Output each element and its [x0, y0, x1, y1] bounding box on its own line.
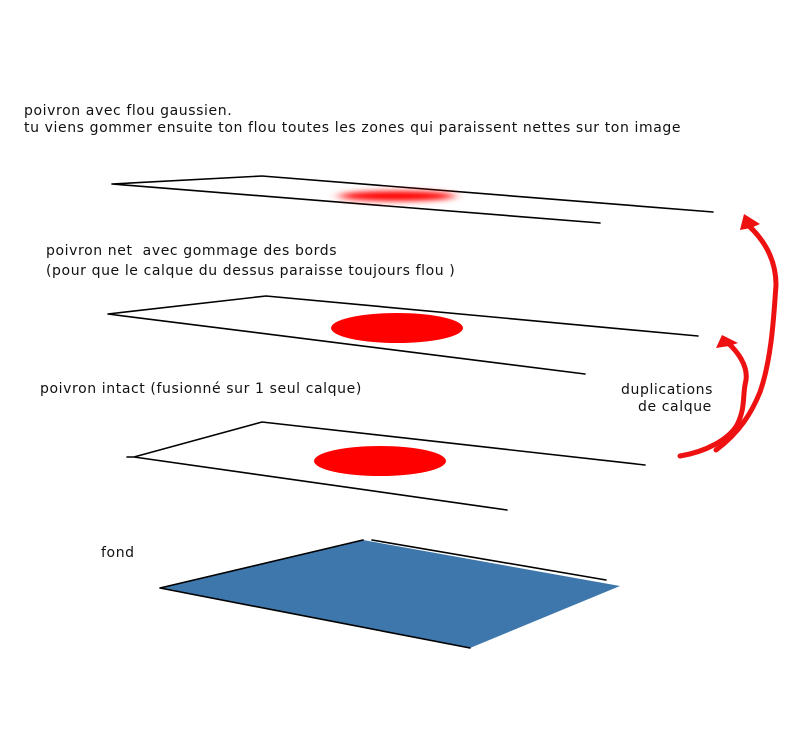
- upper-duplication-arrowhead: [740, 214, 760, 230]
- intact-pepper: [314, 446, 446, 476]
- top-layer-plane: [111, 175, 714, 224]
- background-layer-label: fond: [101, 545, 135, 561]
- sharp-pepper: [331, 313, 463, 343]
- intact-layer-plane: [126, 421, 646, 511]
- middle-layer-label: poivron net avec gommage des bords: [46, 243, 338, 259]
- lower-duplication-arrowhead: [716, 335, 738, 348]
- background-layer-plane: [159, 539, 620, 649]
- upper-duplication-arrow: [713, 223, 779, 453]
- duplication-arrows: [677, 214, 779, 459]
- duplication-label-line2: de calque: [638, 399, 712, 415]
- middle-layer-note: (pour que le calque du dessus paraisse t…: [46, 263, 456, 279]
- top-layer-note: tu viens gommer ensuite ton flou toutes …: [24, 120, 682, 136]
- top-layer-label: poivron avec flou gaussien.: [24, 103, 233, 119]
- lower-duplication-arrow: [677, 340, 749, 459]
- duplication-label-line1: duplications: [621, 382, 714, 398]
- middle-layer-plane: [107, 295, 699, 375]
- intact-layer-label: poivron intact (fusionné sur 1 seul calq…: [40, 381, 362, 397]
- blurred-pepper: [339, 191, 455, 201]
